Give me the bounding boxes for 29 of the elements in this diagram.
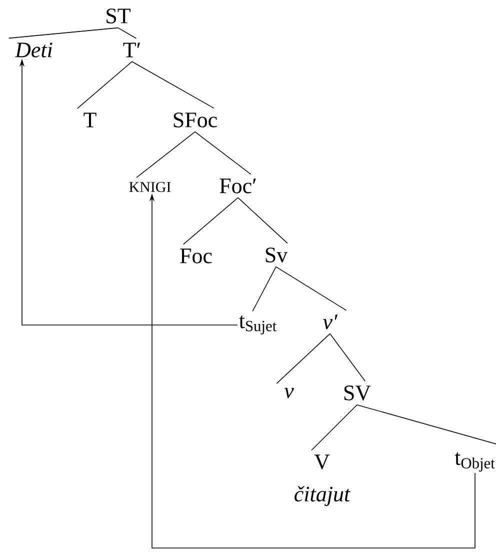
tree-label: SV (344, 386, 371, 400)
branch-line (252, 266, 276, 312)
branch-line (118, 27, 137, 39)
branch-line (238, 197, 288, 244)
branch-line (136, 131, 196, 178)
tree-label: V (314, 454, 330, 470)
tree-label: T (84, 112, 96, 128)
tree-label: T′ (123, 42, 140, 58)
branch-line (77, 61, 132, 109)
branch-line (183, 197, 238, 245)
tree-label: t$_{Sujet}$ (239, 316, 277, 334)
tree-label: v (284, 388, 294, 398)
word-label: čitajut (294, 486, 351, 506)
tree-label: ST (106, 8, 130, 24)
branch-line (194, 131, 252, 175)
tree-label: t$_{Objet}$ (454, 452, 495, 472)
branch-line (276, 266, 347, 311)
branch-line (8, 27, 118, 39)
branch-line (311, 404, 358, 451)
tree-label: Sv (266, 248, 288, 262)
tree-label: KNIGI (129, 182, 171, 192)
branch-line (276, 333, 330, 384)
branch-line (330, 333, 366, 382)
tree-label: v′ (323, 314, 338, 330)
tree-label: SFoc (174, 112, 217, 128)
branch-line (132, 61, 214, 109)
tree-label: Foc (180, 248, 212, 264)
tree-label: Foc′ (220, 178, 256, 194)
tree-label: Deti (14, 42, 52, 58)
